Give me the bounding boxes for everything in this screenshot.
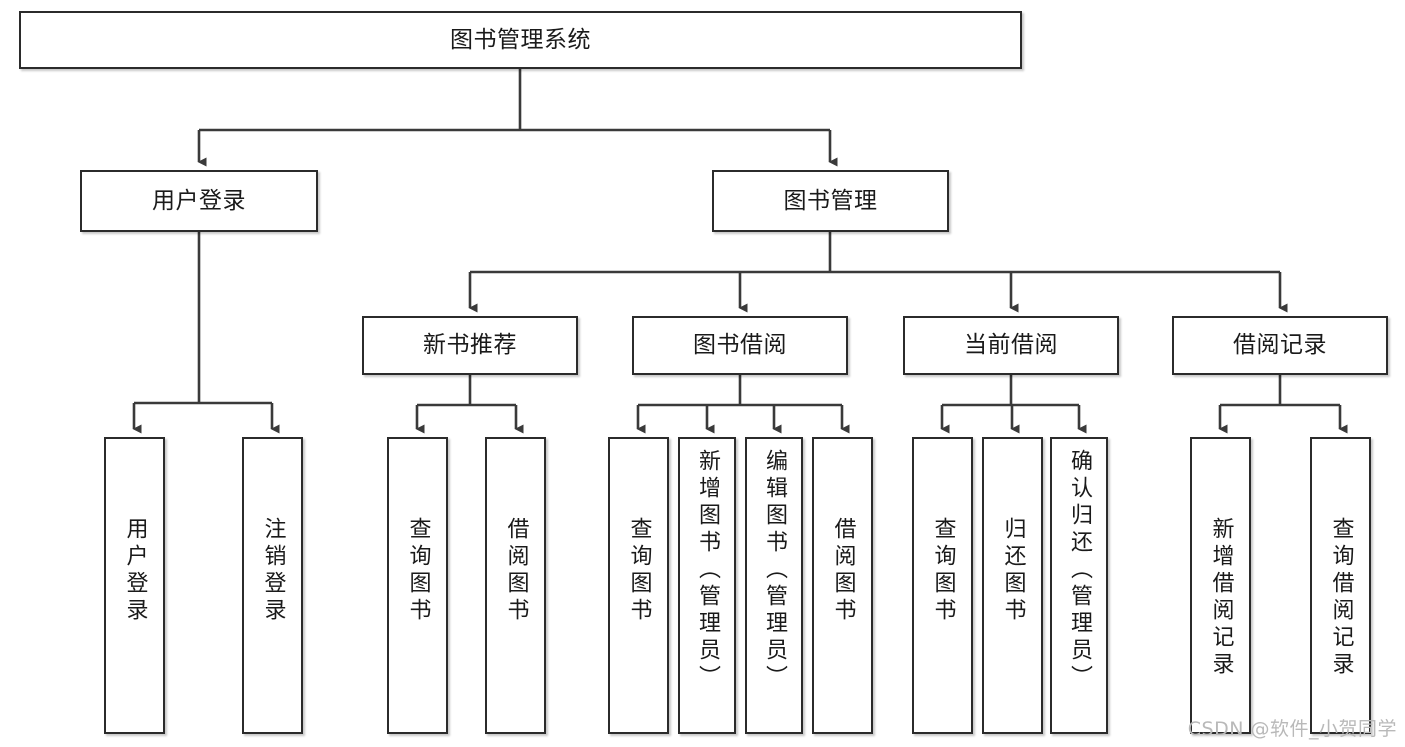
node-book-borrow[interactable]: 图书借阅 bbox=[632, 316, 848, 375]
leaf-add-borrow-record-label: 新增借阅记录 bbox=[1208, 517, 1234, 679]
leaf-add-book-admin[interactable]: 新增图书（管理员） bbox=[678, 437, 736, 734]
node-root-label: 图书管理系统 bbox=[450, 26, 591, 53]
node-book-borrow-label: 图书借阅 bbox=[693, 332, 787, 359]
leaf-confirm-return-admin-label: 确认归还（管理员） bbox=[1067, 449, 1092, 692]
node-user-login-label: 用户登录 bbox=[152, 187, 246, 214]
leaf-add-borrow-record[interactable]: 新增借阅记录 bbox=[1190, 437, 1251, 734]
leaf-borrow-book-label: 借阅图书 bbox=[830, 517, 856, 625]
leaf-query-book-current[interactable]: 查询图书 bbox=[912, 437, 973, 734]
leaf-user-logout-label: 注销登录 bbox=[260, 517, 286, 625]
node-current-borrow-label: 当前借阅 bbox=[964, 332, 1058, 359]
leaf-user-login[interactable]: 用户登录 bbox=[104, 437, 165, 734]
leaf-edit-book-admin[interactable]: 编辑图书（管理员） bbox=[745, 437, 803, 734]
leaf-query-book-current-label: 查询图书 bbox=[930, 517, 956, 625]
node-borrow-record[interactable]: 借阅记录 bbox=[1172, 316, 1388, 375]
leaf-query-borrow-record[interactable]: 查询借阅记录 bbox=[1310, 437, 1371, 734]
leaf-query-book-recommend[interactable]: 查询图书 bbox=[387, 437, 448, 734]
node-user-login[interactable]: 用户登录 bbox=[80, 170, 318, 232]
node-current-borrow[interactable]: 当前借阅 bbox=[903, 316, 1119, 375]
watermark-text: CSDN @软件_小贺同学 bbox=[1187, 718, 1397, 740]
leaf-borrow-book[interactable]: 借阅图书 bbox=[812, 437, 873, 734]
leaf-add-book-admin-label: 新增图书（管理员） bbox=[695, 449, 720, 692]
leaf-query-book-borrow[interactable]: 查询图书 bbox=[608, 437, 669, 734]
node-root[interactable]: 图书管理系统 bbox=[19, 11, 1022, 69]
node-new-book-recommend[interactable]: 新书推荐 bbox=[362, 316, 578, 375]
leaf-query-book-recommend-label: 查询图书 bbox=[405, 517, 431, 625]
leaf-return-book-label: 归还图书 bbox=[1000, 517, 1026, 625]
node-book-management[interactable]: 图书管理 bbox=[712, 170, 949, 232]
node-borrow-record-label: 借阅记录 bbox=[1233, 332, 1327, 359]
leaf-user-login-label: 用户登录 bbox=[122, 517, 148, 625]
node-new-book-recommend-label: 新书推荐 bbox=[423, 332, 517, 359]
leaf-return-book[interactable]: 归还图书 bbox=[982, 437, 1043, 734]
leaf-borrow-book-recommend-label: 借阅图书 bbox=[503, 517, 529, 625]
leaf-borrow-book-recommend[interactable]: 借阅图书 bbox=[485, 437, 546, 734]
node-book-management-label: 图书管理 bbox=[783, 187, 878, 214]
leaf-query-borrow-record-label: 查询借阅记录 bbox=[1328, 517, 1354, 679]
leaf-edit-book-admin-label: 编辑图书（管理员） bbox=[762, 449, 787, 692]
leaf-confirm-return-admin[interactable]: 确认归还（管理员） bbox=[1050, 437, 1108, 734]
leaf-query-book-borrow-label: 查询图书 bbox=[626, 517, 652, 625]
leaf-user-logout[interactable]: 注销登录 bbox=[242, 437, 303, 734]
